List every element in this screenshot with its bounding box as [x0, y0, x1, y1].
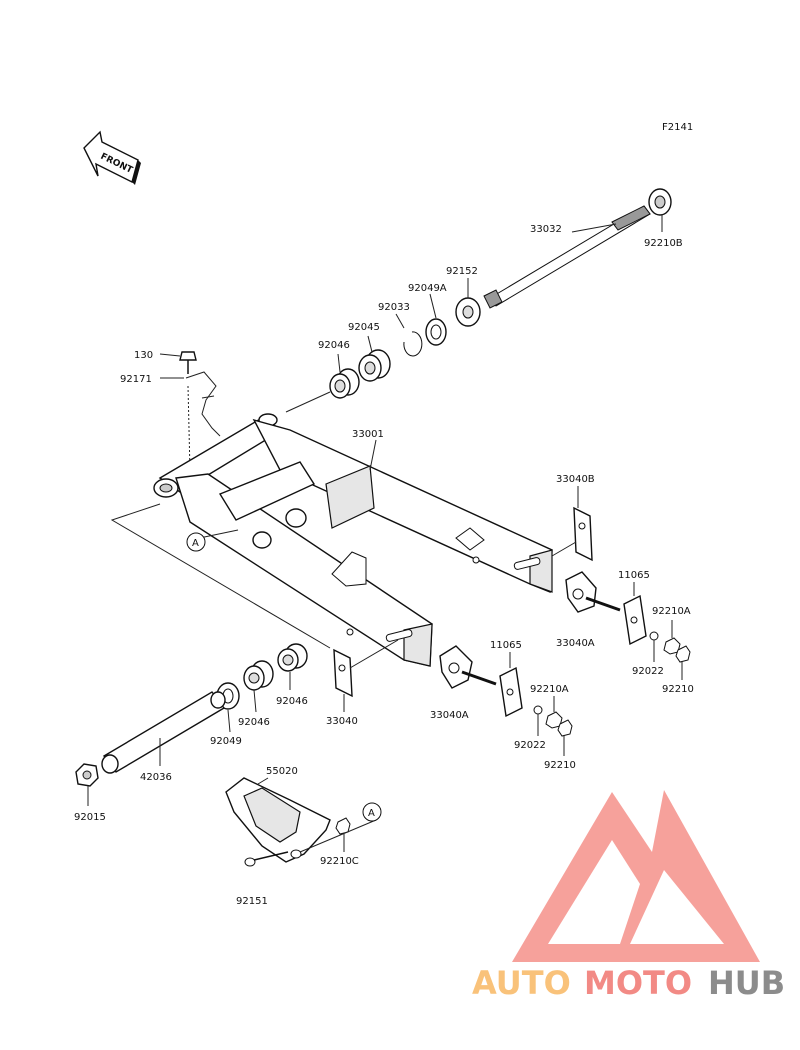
label-55020: 55020	[266, 766, 298, 777]
label-92046-a: 92046	[238, 717, 270, 728]
ref-marker-a-right: A	[362, 802, 382, 822]
collar-92152	[455, 297, 481, 327]
block-11065-right	[623, 594, 647, 646]
label-A-left: A	[192, 538, 199, 549]
label-92015: 92015	[74, 812, 106, 823]
bearing-92046-a	[243, 660, 274, 691]
label-92049: 92049	[210, 736, 242, 747]
label-92022-right: 92022	[632, 666, 664, 677]
nut-92210-mid	[557, 719, 573, 737]
adjuster-33040A-mid	[439, 645, 473, 689]
label-33001: 33001	[352, 429, 384, 440]
block-11065-mid	[499, 666, 523, 718]
bearing-92046-top	[329, 368, 360, 399]
bolt-130	[179, 351, 197, 374]
label-92045: 92045	[348, 322, 380, 333]
washer-92022-mid	[533, 705, 543, 715]
label-92049A: 92049A	[408, 283, 447, 294]
label-92210A-mid: 92210A	[530, 684, 569, 695]
logo-text-auto: AUTO	[472, 964, 571, 1002]
label-92210-mid: 92210	[544, 760, 576, 771]
label-42036: 42036	[140, 772, 172, 783]
label-92171: 92171	[120, 374, 152, 385]
bolt-adjust-right	[585, 596, 621, 612]
label-33040A-right: 33040A	[556, 638, 595, 649]
swingarm-33001	[153, 413, 553, 667]
washer-92022-right	[649, 631, 659, 641]
circlip-92033	[403, 331, 423, 357]
clamp-92171	[185, 371, 221, 437]
bearing-92046-b	[277, 643, 308, 672]
bearing-92045	[358, 349, 391, 382]
label-92046-b: 92046	[276, 696, 308, 707]
plate-33040B	[573, 506, 593, 562]
ref-marker-a-left: A	[186, 532, 206, 552]
pivot-shaft-42036	[101, 691, 226, 774]
label-A-right: A	[368, 808, 375, 819]
label-92151: 92151	[236, 896, 268, 907]
diagram-code: F2141	[662, 122, 693, 133]
label-92210-right: 92210	[662, 684, 694, 695]
nut-92210B	[648, 188, 672, 216]
axle-33032	[483, 205, 651, 309]
label-11065-right: 11065	[618, 570, 650, 581]
label-92022-mid: 92022	[514, 740, 546, 751]
logo-text-moto: MOTO	[584, 964, 692, 1002]
label-33040: 33040	[326, 716, 358, 727]
label-92210B: 92210B	[644, 238, 683, 249]
label-92152: 92152	[446, 266, 478, 277]
label-33040B: 33040B	[556, 474, 595, 485]
label-11065-mid: 11065	[490, 640, 522, 651]
label-92046-top: 92046	[318, 340, 350, 351]
adjuster-33040A-right	[565, 571, 597, 613]
nut-92210-right	[675, 645, 691, 663]
label-33032: 33032	[530, 224, 562, 235]
automotohub-logo: AUTO MOTO HUB	[472, 790, 785, 1002]
label-92033: 92033	[378, 302, 410, 313]
seal-92049A	[425, 318, 447, 346]
label-130: 130	[134, 350, 153, 361]
chain-guide-55020	[225, 777, 331, 863]
label-92210C: 92210C	[320, 856, 359, 867]
logo-text-hub: HUB	[708, 964, 785, 1002]
nut-92015	[75, 763, 99, 787]
bolt-92151	[244, 851, 289, 867]
front-arrow-icon: FRONT	[83, 130, 141, 185]
bolt-adjust-mid	[461, 670, 497, 686]
label-33040A-mid: 33040A	[430, 710, 469, 721]
plate-33040	[333, 648, 353, 698]
label-92210A-right: 92210A	[652, 606, 691, 617]
